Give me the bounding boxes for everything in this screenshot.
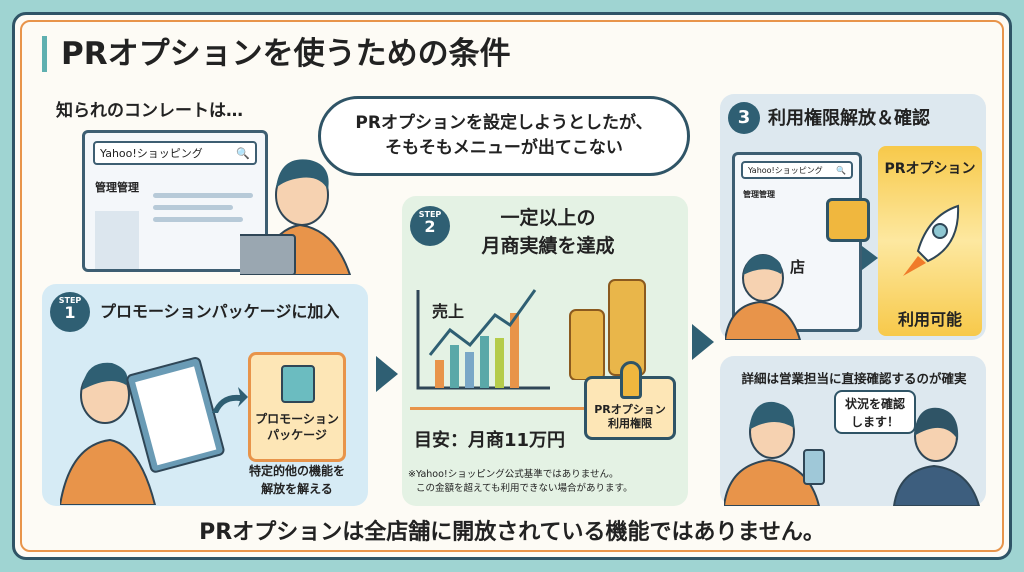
- step1-badge: STEP 1: [50, 292, 90, 332]
- browser-mockup: Yahoo!ショッピング 🔍 管理管理: [82, 130, 268, 272]
- menu-label: 管理管理: [743, 190, 775, 199]
- sales-chart-label: 売上: [432, 302, 465, 321]
- step-word: STEP: [58, 296, 82, 305]
- step1-heading: プロモーションパッケージに加入: [100, 302, 340, 321]
- step-number: 2: [424, 217, 436, 236]
- search-text: Yahoo!ショッピング: [748, 165, 823, 175]
- lock-line-2: 利用権限: [608, 417, 652, 430]
- browser-mockup: Yahoo!ショッピング 🔍 管理管理: [732, 152, 862, 332]
- owner-and-sales-rep-illustration: [724, 401, 981, 506]
- footer-message: PRオプションは全店舗に開放されている機能ではありません。: [199, 520, 825, 545]
- option-status: 利用可能: [897, 310, 962, 329]
- speech-bubble: 状況を確認 します！: [834, 390, 916, 434]
- pr-option-available-card: PRオプション 利用可能: [878, 146, 982, 336]
- lock-icon: [620, 361, 642, 399]
- content-line: [153, 217, 243, 222]
- pr-option-permission-lock-card: PRオプション 利用権限: [584, 361, 676, 440]
- package-line-1: プロモーション: [255, 412, 339, 426]
- arrow-right-icon: [692, 324, 714, 360]
- worried-man-illustration: [240, 159, 352, 275]
- search-icon: 🔍: [236, 146, 250, 160]
- store-label: 店: [790, 258, 806, 276]
- intro-caption: 知られのコンレートは…: [56, 101, 243, 121]
- contact-heading: 詳細は営業担当に直接確認するのが確実: [741, 371, 967, 386]
- search-text: Yahoo!ショッピング: [100, 147, 203, 160]
- content-line: [153, 193, 253, 198]
- package-line-2: パッケージ: [267, 428, 327, 442]
- lock-icon: [826, 198, 870, 242]
- note-line-1: 特定的他の機能を: [248, 464, 345, 478]
- note-line-2: 解放を解える: [261, 482, 333, 496]
- frame-inner-border: [20, 20, 1004, 552]
- coin-stack-icon: [569, 279, 646, 380]
- step2-badge: STEP 2: [410, 206, 450, 246]
- search-bar: Yahoo!ショッピング 🔍: [741, 161, 853, 179]
- heading-line-1: 一定以上の: [500, 207, 596, 229]
- arrow-right-icon: [862, 246, 878, 270]
- package-box-icon: [281, 365, 315, 403]
- thought-bubble: PRオプションを設定しようとしたが、 そもそもメニューが出てこない: [318, 96, 690, 176]
- step-number: 1: [64, 303, 76, 322]
- disclaimer: ※Yahoo!ショッピング公式基準ではありません。 この金額を超えても利用できな…: [408, 468, 686, 496]
- option-title: PRオプション: [884, 161, 976, 177]
- store-owner-pointing-illustration: [725, 254, 802, 340]
- lock-line-1: PRオプション: [594, 403, 666, 416]
- heading-line-2: 月商実績を達成: [481, 235, 615, 257]
- content-line: [153, 205, 233, 210]
- step1-note: 特定的他の機能を 解放を解える: [232, 462, 362, 498]
- curved-arrow-icon: [212, 387, 248, 413]
- page-title: PRオプションを使うための条件: [42, 36, 511, 72]
- speech-line-2: します！: [850, 415, 899, 429]
- step3-heading: 利用権限解放＆確認: [768, 108, 930, 129]
- sidebar-placeholder: [95, 211, 139, 269]
- disclaimer-line-1: ※Yahoo!ショッピング公式基準ではありません。: [408, 469, 619, 480]
- promotion-package-card: プロモーション パッケージ: [248, 352, 346, 462]
- man-with-clipboard-illustration: [60, 356, 225, 505]
- rocket-icon: [903, 204, 960, 276]
- step2-heading: 一定以上の 月商実績を達成: [458, 204, 638, 260]
- search-icon: 🔍: [836, 165, 846, 175]
- menu-label: 管理管理: [95, 181, 139, 194]
- search-bar: Yahoo!ショッピング 🔍: [93, 141, 257, 165]
- arrow-right-icon: [376, 356, 398, 392]
- target-sales: 目安：月商11万円: [414, 430, 566, 451]
- sales-growth-chart-illustration: [410, 289, 585, 410]
- thought-line-2: そもそもメニューが出てこない: [385, 138, 623, 158]
- speech-line-1: 状況を確認: [844, 397, 905, 411]
- disclaimer-line-2: この金額を超えても利用できない場合があります。: [416, 483, 633, 494]
- step3-badge: 3: [728, 102, 760, 134]
- step-word: STEP: [418, 210, 442, 219]
- thought-line-1: PRオプションを設定しようとしたが、: [355, 113, 653, 133]
